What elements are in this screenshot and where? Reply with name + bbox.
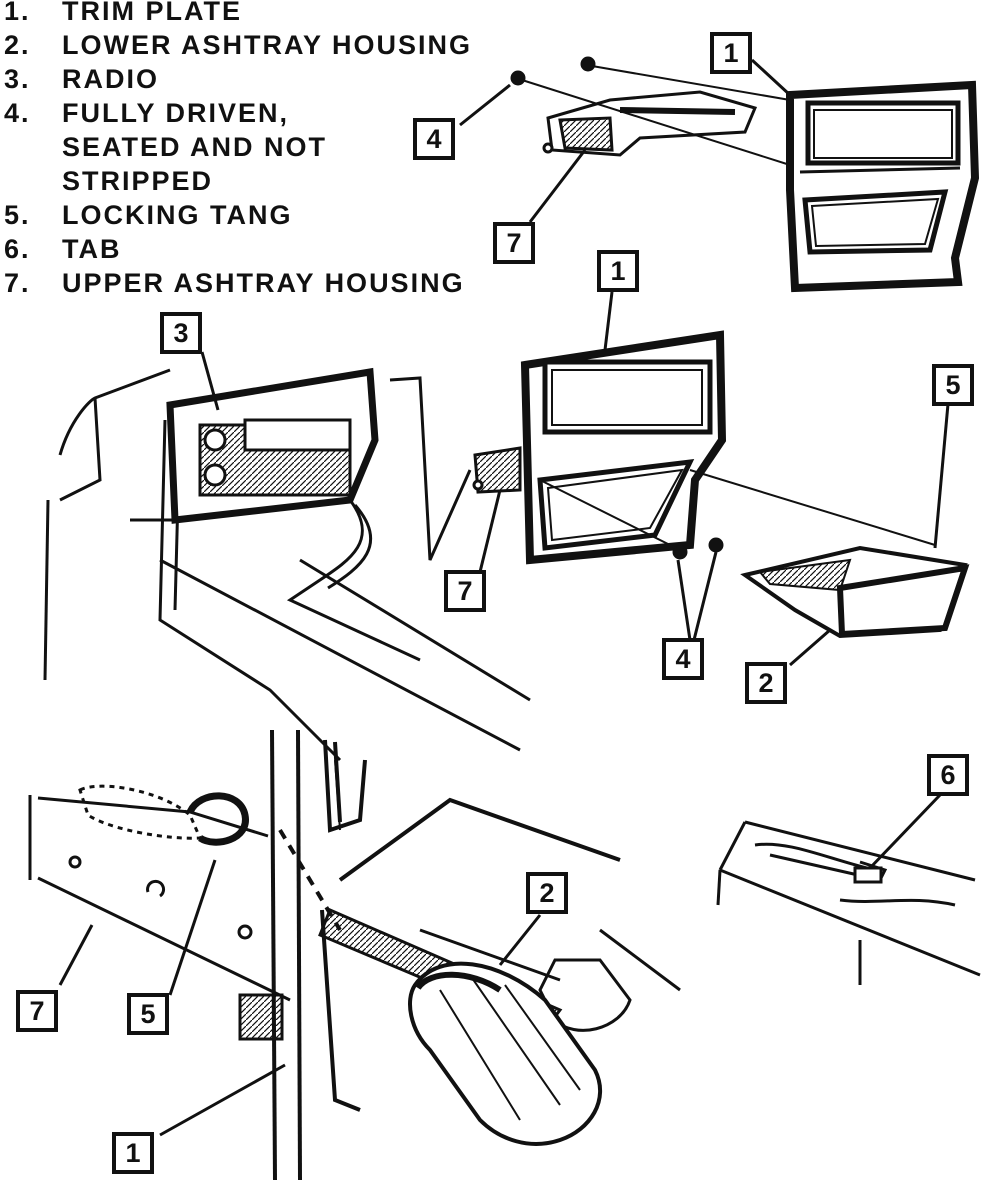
- callout-upper-housing: 7: [16, 990, 58, 1032]
- callout-trim-plate: 1: [710, 32, 752, 74]
- detail-leader-lines: [58, 859, 542, 1137]
- callout-trim-plate: 1: [112, 1132, 154, 1174]
- callout-screw: 4: [413, 118, 455, 160]
- legend-item: 4.FULLY DRIVEN, SEATED AND NOT STRIPPED: [4, 98, 328, 196]
- legend-item: 7.UPPER ASHTRAY HOUSING: [4, 268, 465, 298]
- callout-radio: 3: [160, 312, 202, 354]
- lower-ashtray-housing: [740, 545, 970, 639]
- top-trim-plate: [786, 80, 980, 293]
- callout-upper-housing: 7: [444, 570, 486, 612]
- callout-lower-housing: 2: [526, 872, 568, 914]
- tab-detail: [716, 793, 981, 985]
- dashboard-body: [43, 368, 531, 762]
- top-upper-housing: [542, 90, 758, 157]
- callout-locking-tang: 5: [127, 993, 169, 1035]
- detail-trim-plate: [270, 729, 621, 1180]
- mid-screws: [539, 469, 936, 560]
- callout-upper-housing: 7: [493, 222, 535, 264]
- legend-item: 5.LOCKING TANG: [4, 200, 293, 230]
- top-leader-lines: [459, 58, 792, 223]
- screwdriver: [318, 908, 602, 1146]
- radio-bezel: [166, 367, 379, 524]
- radio-harness: [286, 376, 472, 662]
- mid-leader-lines: [200, 291, 950, 667]
- callout-trim-plate: 1: [597, 250, 639, 292]
- top-screws: [510, 56, 791, 166]
- callout-tab: 6: [927, 754, 969, 796]
- parts-legend: 1.TRIM PLATE 2.LOWER ASHTRAY HOUSING 3.R…: [4, 0, 472, 300]
- callout-screws: 4: [662, 638, 704, 680]
- callout-lower-housing: 2: [745, 662, 787, 704]
- legend-item: 1.TRIM PLATE: [4, 0, 242, 26]
- legend-item: 6.TAB: [4, 234, 122, 264]
- callout-locking-tang: 5: [932, 364, 974, 406]
- mid-trim-plate: [520, 330, 727, 565]
- mid-upper-housing: [472, 446, 522, 494]
- legend-item: 2.LOWER ASHTRAY HOUSING: [4, 30, 473, 60]
- legend-item: 3.RADIO: [4, 64, 159, 94]
